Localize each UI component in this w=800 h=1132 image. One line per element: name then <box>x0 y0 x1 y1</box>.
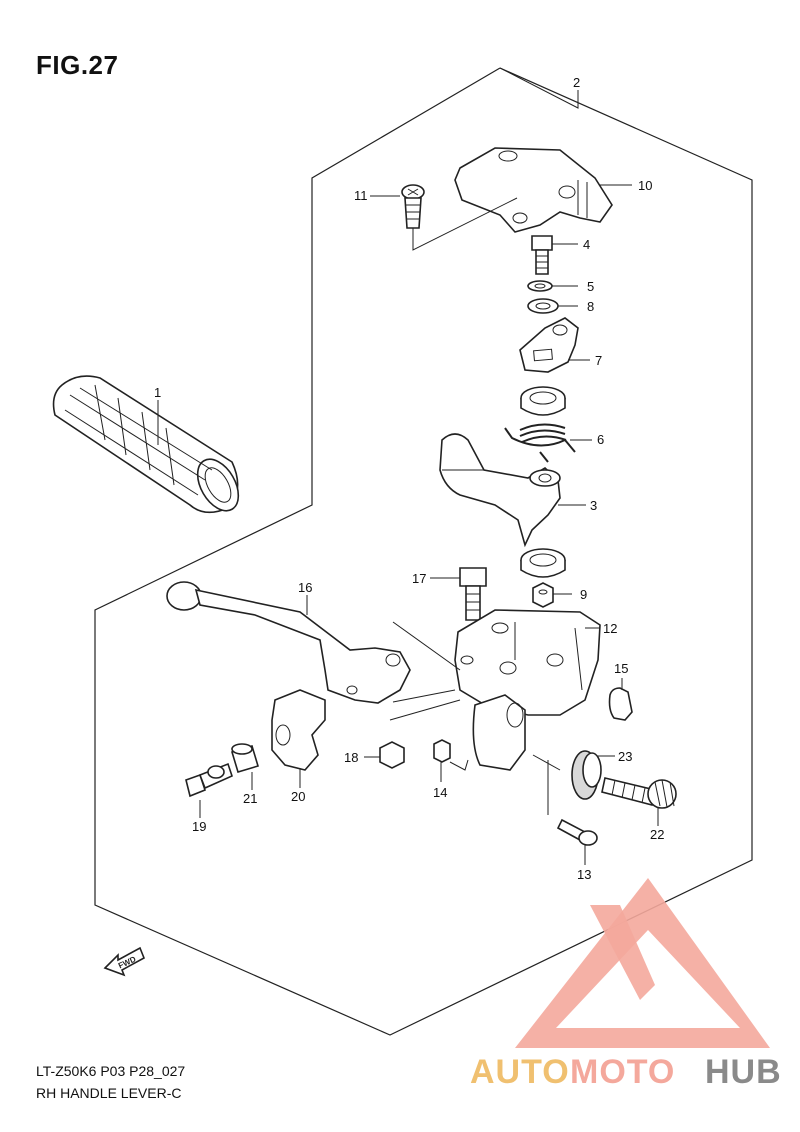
callout-16: 16 <box>298 580 312 595</box>
nut-18 <box>379 741 405 769</box>
callout-11: 11 <box>354 188 368 203</box>
callout-19: 19 <box>192 819 206 834</box>
washer-5 <box>527 280 553 292</box>
fwd-arrow-icon: FWD <box>103 946 146 977</box>
logo-text-moto: MOTO <box>570 1053 675 1091</box>
fwd-label: FWD <box>117 955 138 971</box>
callout-23: 23 <box>618 749 632 764</box>
throttle-lever-3 <box>439 433 561 548</box>
callout-12: 12 <box>603 621 617 636</box>
top-cover <box>454 147 613 233</box>
adjuster-knob-23 <box>571 750 602 800</box>
callout-13: 13 <box>577 867 591 882</box>
callout-2: 2 <box>573 75 580 90</box>
callout-8: 8 <box>587 299 594 314</box>
bushing-lower <box>520 548 566 578</box>
figure-caption: RH HANDLE LEVER-C <box>36 1085 182 1101</box>
callout-14: 14 <box>433 785 447 800</box>
washer-8 <box>527 298 559 314</box>
figure-title: FIG.27 <box>36 50 119 80</box>
clamp-holder-20 <box>271 689 326 771</box>
nut-14 <box>433 739 451 763</box>
callout-15: 15 <box>614 661 628 676</box>
callout-10: 10 <box>638 178 652 193</box>
automotohub-logo: AUTO MOTO HUB <box>470 878 782 1091</box>
nut-9 <box>532 582 554 608</box>
callout-3: 3 <box>590 498 597 513</box>
adjuster-screw-22 <box>601 777 677 809</box>
bushing-upper <box>520 386 566 416</box>
switch-housing-12 <box>454 609 601 716</box>
bolt-4 <box>531 235 553 275</box>
callout-5: 5 <box>587 279 594 294</box>
plate-7 <box>519 317 579 373</box>
callout-leaders <box>157 67 659 865</box>
clip-15 <box>608 687 633 721</box>
callout-21: 21 <box>243 791 257 806</box>
logo-text-hub: HUB <box>705 1053 782 1091</box>
callout-20: 20 <box>291 789 305 804</box>
callout-labels: 2 10 11 4 5 8 7 1 6 3 17 9 16 12 15 18 1… <box>154 75 664 882</box>
switch-block <box>472 694 526 771</box>
callout-9: 9 <box>580 587 587 602</box>
logo-triangle-outer <box>515 878 770 1048</box>
callout-6: 6 <box>597 432 604 447</box>
bolt-17 <box>459 567 487 621</box>
assembly-outline <box>94 67 753 1036</box>
screw-11 <box>401 184 425 229</box>
callout-22: 22 <box>650 827 664 842</box>
collar-21 <box>231 743 259 773</box>
spring-6 <box>504 423 576 463</box>
brake-lever-16 <box>166 581 411 704</box>
callout-18: 18 <box>344 750 358 765</box>
callout-4: 4 <box>583 237 590 252</box>
callout-7: 7 <box>595 353 602 368</box>
callout-17: 17 <box>412 571 426 586</box>
bolt-19 <box>185 762 233 798</box>
screw-13 <box>556 818 598 846</box>
logo-triangle-inner <box>590 905 655 1000</box>
model-code: LT-Z50K6 P03 P28_027 <box>36 1063 186 1079</box>
handle-grip <box>52 375 240 514</box>
logo-text-auto: AUTO <box>470 1053 570 1091</box>
callout-1: 1 <box>154 385 161 400</box>
